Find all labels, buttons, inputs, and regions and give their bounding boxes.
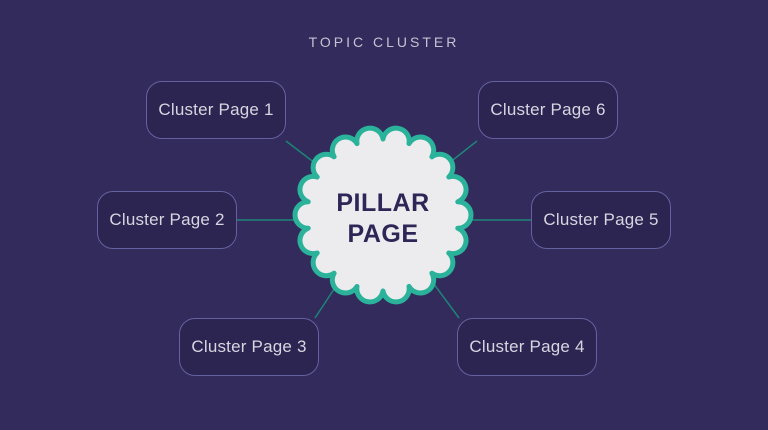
pillar-seal-shape <box>292 125 474 305</box>
cluster-node-4-label: Cluster Page 4 <box>469 337 585 356</box>
cluster-node-3: Cluster Page 3 <box>179 318 319 376</box>
pillar-label-line1: PILLAR <box>336 189 430 217</box>
cluster-node-5-label: Cluster Page 5 <box>543 210 659 229</box>
cluster-node-6: Cluster Page 6 <box>478 81 618 139</box>
pillar-label-line2: PAGE <box>347 220 419 248</box>
cluster-node-2: Cluster Page 2 <box>97 191 237 249</box>
cluster-node-5: Cluster Page 5 <box>531 191 671 249</box>
cluster-node-1: Cluster Page 1 <box>146 81 286 139</box>
cluster-node-6-label: Cluster Page 6 <box>490 100 606 119</box>
cluster-node-4: Cluster Page 4 <box>457 318 597 376</box>
cluster-node-1-label: Cluster Page 1 <box>158 100 274 119</box>
diagram-title: TOPIC CLUSTER <box>308 34 460 50</box>
cluster-node-2-label: Cluster Page 2 <box>109 210 225 229</box>
pillar-page-label: PILLAR PAGE <box>303 188 463 250</box>
cluster-node-3-label: Cluster Page 3 <box>191 337 307 356</box>
